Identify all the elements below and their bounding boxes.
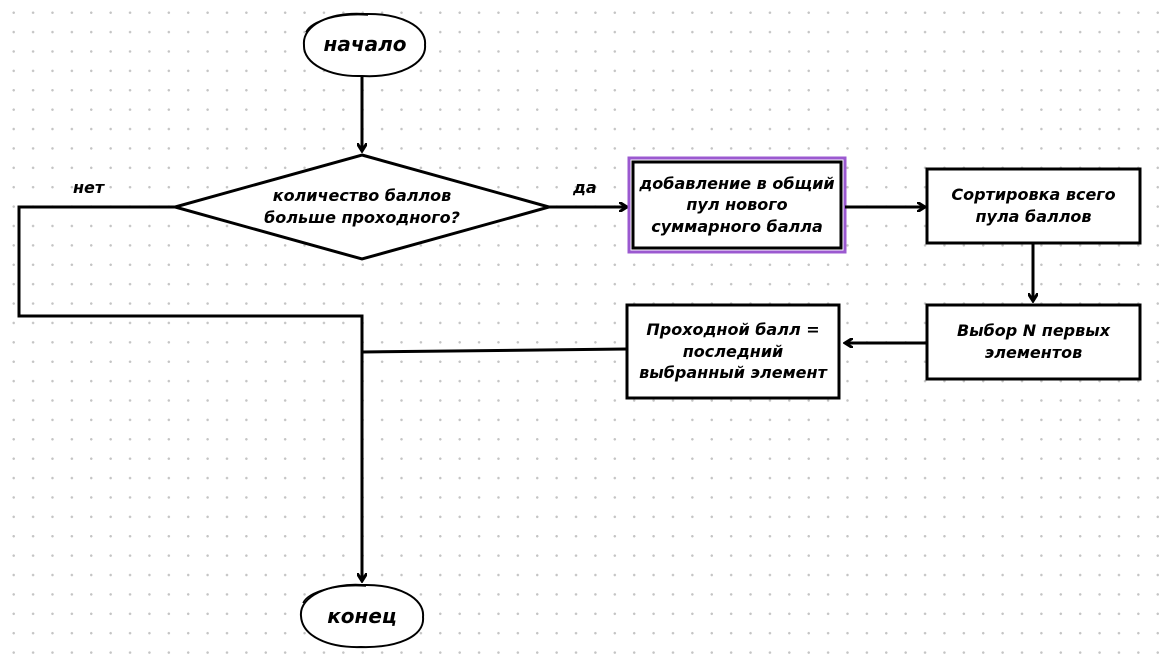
add-to-pool-box-inner xyxy=(631,160,843,250)
pass-score-label: Проходной балл = последний выбранный эле… xyxy=(639,320,827,383)
add-to-pool-label: добавление в общий пул нового суммарного… xyxy=(639,173,835,236)
edge-pass-to-merge xyxy=(361,347,628,354)
add-to-pool-box[interactable] xyxy=(627,156,847,254)
end-label: конец xyxy=(327,603,397,628)
end-terminal[interactable] xyxy=(299,583,425,649)
start-terminal[interactable] xyxy=(302,12,427,78)
decision-diamond[interactable] xyxy=(169,153,555,261)
edge-yes-label: да xyxy=(573,178,597,197)
pass-score-box[interactable] xyxy=(625,303,841,400)
sort-label: Сортировка всего пула баллов xyxy=(951,185,1116,226)
start-label: начало xyxy=(323,31,407,56)
edge-no xyxy=(17,205,364,352)
edge-no-label: нет xyxy=(73,178,105,197)
decision-label: количество баллов больше проходного? xyxy=(264,186,460,227)
select-label: Выбор N первых элементов xyxy=(956,321,1111,362)
